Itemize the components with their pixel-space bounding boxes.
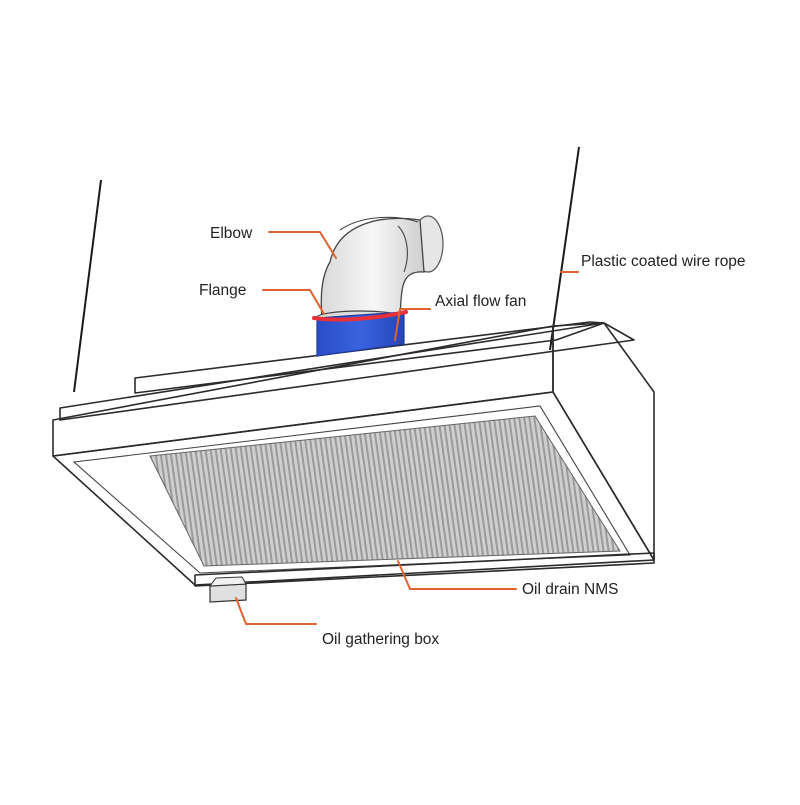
flange [312,310,408,322]
oil-gathering-box [208,576,247,603]
hood-front-lip [194,552,655,587]
label-oil-box: Oil gathering box [322,631,439,648]
leader-flange [262,289,325,315]
label-oil-drain: Oil drain NMS [522,581,618,598]
label-axial-fan: Axial flow fan [435,293,526,310]
hood-right-side [552,322,655,561]
wire-rope-left [73,179,102,393]
label-flange: Flange [199,282,246,299]
axial-flow-fan [316,311,405,357]
label-elbow: Elbow [210,225,253,242]
hood-back-panel [134,321,605,394]
wire-rope-right [549,146,580,351]
leader-lines [235,231,579,625]
leader-axial-fan [394,308,431,341]
leader-oil-drain [397,560,517,590]
oil-drain-filter [149,415,621,567]
filter-frame [72,405,631,574]
leader-elbow [268,231,337,259]
leader-oil-box [235,597,317,625]
label-wire-rope: Plastic coated wire rope [581,253,746,270]
hood-top-slab [59,322,635,421]
